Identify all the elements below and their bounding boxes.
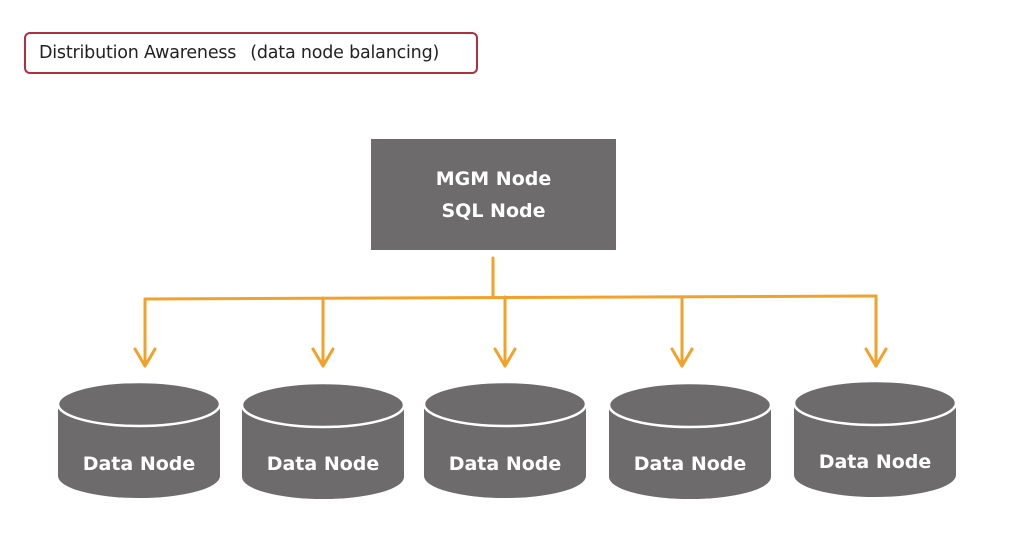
- diagram-title: Distribution Awareness (data node balanc…: [24, 32, 478, 74]
- drop-arrow-2: [311, 296, 335, 368]
- data-node-4: Data Node: [607, 381, 773, 499]
- drop-arrow-1: [133, 297, 157, 368]
- connector-lines: [133, 256, 888, 368]
- data-node-5: Data Node: [792, 379, 958, 497]
- bus-line: [143, 294, 878, 301]
- mgm-sql-node: MGM Node SQL Node: [371, 139, 616, 250]
- data-node-label: Data Node: [449, 453, 562, 475]
- data-node-label: Data Node: [634, 453, 747, 475]
- data-node-label: Data Node: [83, 453, 196, 475]
- drop-arrow-3: [493, 295, 517, 368]
- title-subtitle: (data node balancing): [250, 43, 440, 63]
- sql-node-label: SQL Node: [441, 199, 546, 222]
- mgm-node-label: MGM Node: [435, 167, 552, 190]
- title-main: Distribution Awareness: [39, 43, 237, 63]
- data-node-2: Data Node: [240, 381, 406, 499]
- data-node-1: Data Node: [56, 380, 222, 498]
- data-node-label: Data Node: [267, 453, 380, 475]
- data-node-3: Data Node: [422, 380, 588, 498]
- data-node-label: Data Node: [819, 451, 932, 473]
- drop-arrow-4: [670, 295, 694, 368]
- drop-arrow-5: [864, 294, 888, 368]
